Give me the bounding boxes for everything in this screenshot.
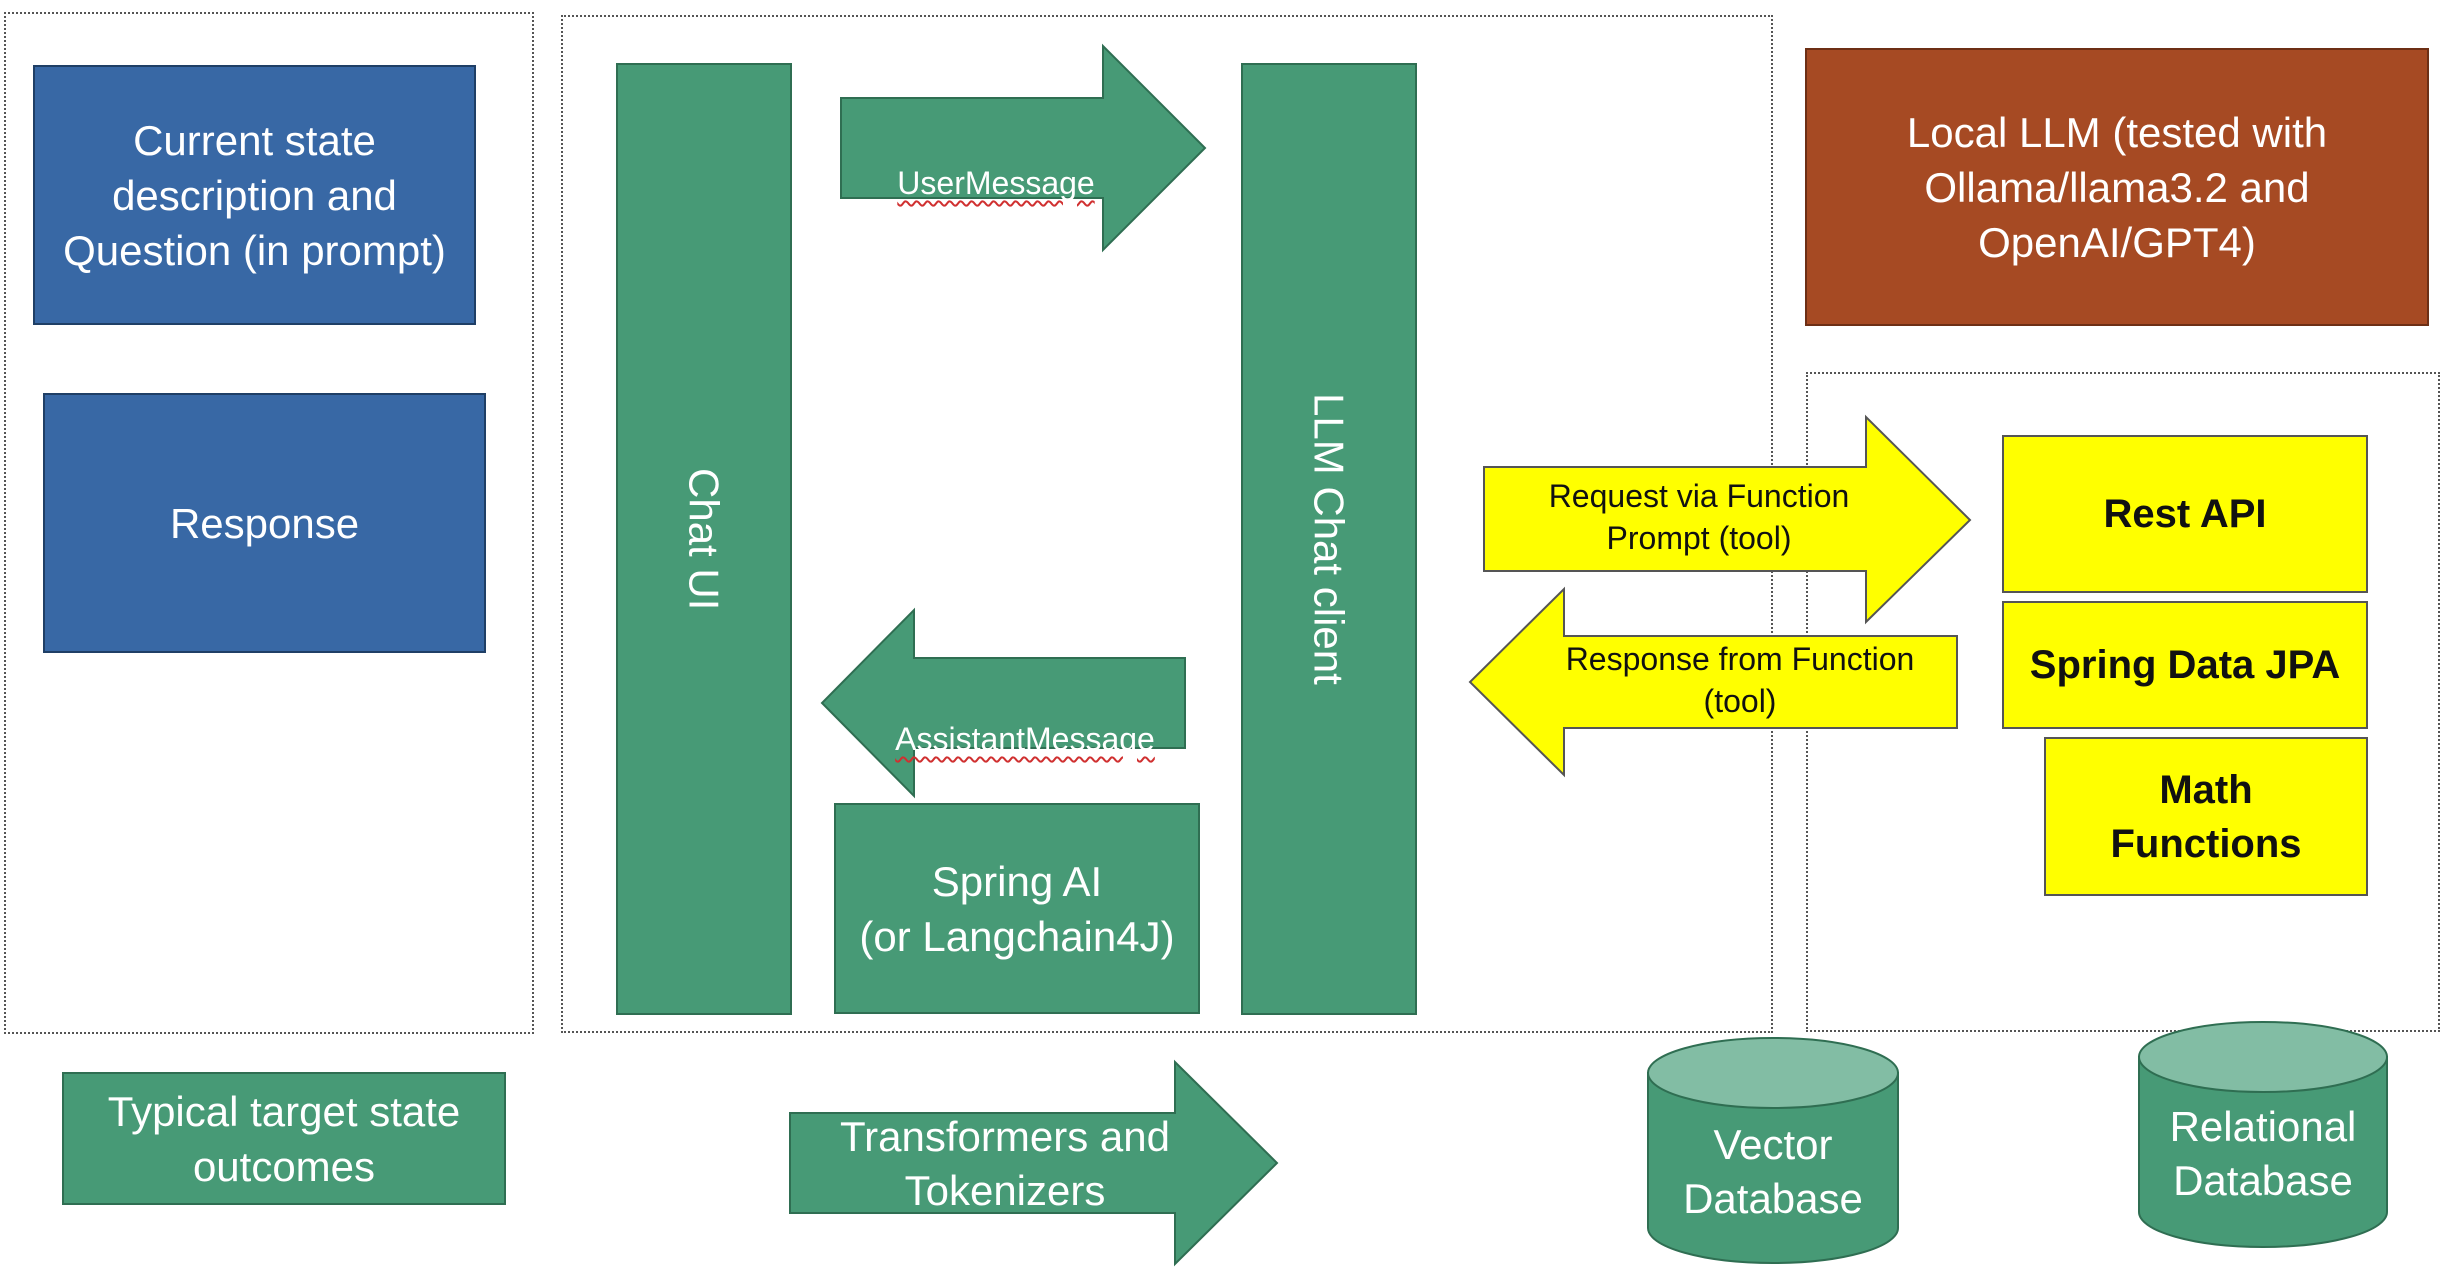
- request-function-arrow: [1483, 414, 1972, 625]
- left-panel-frame: [4, 12, 534, 1034]
- chat-ui-label: Chat UI: [680, 467, 728, 611]
- rest-api-box: Rest API: [2002, 435, 2368, 593]
- relational-database-cylinder: [2138, 1021, 2388, 1248]
- request-function-label: Request via Function Prompt (tool): [1548, 478, 1850, 556]
- response-box: Response: [43, 393, 486, 653]
- assistant-message-arrow: [820, 607, 1186, 799]
- spring-data-jpa-box: Spring Data JPA: [2002, 601, 2368, 729]
- user-message-label: UserMessage: [897, 165, 1095, 201]
- transformers-label: Transformers and Tokenizers: [840, 1113, 1170, 1214]
- transformers-arrow: [789, 1059, 1279, 1267]
- response-function-label: Response from Function (tool): [1565, 641, 1915, 719]
- question-box: Current state description and Question (…: [33, 65, 476, 325]
- chat-ui-bar: Chat UI: [616, 63, 792, 1015]
- vector-database-label: Vector Database: [1683, 1121, 1863, 1222]
- relational-database-label: Relational Database: [2169, 1103, 2357, 1204]
- spring-ai-box: Spring AI (or Langchain4J): [834, 803, 1200, 1014]
- local-llm-box: Local LLM (tested with Ollama/llama3.2 a…: [1805, 48, 2429, 326]
- user-message-arrow: [840, 43, 1207, 253]
- assistant-message-label: AssistantMessage: [895, 721, 1155, 757]
- math-functions-box: Math Functions: [2044, 737, 2368, 896]
- vector-database-cylinder: [1647, 1037, 1899, 1264]
- target-outcomes-box: Typical target state outcomes: [62, 1072, 506, 1205]
- llm-chat-client-bar: LLM Chat client: [1241, 63, 1417, 1015]
- llm-chat-client-label: LLM Chat client: [1305, 393, 1353, 685]
- response-function-arrow: [1468, 586, 1958, 778]
